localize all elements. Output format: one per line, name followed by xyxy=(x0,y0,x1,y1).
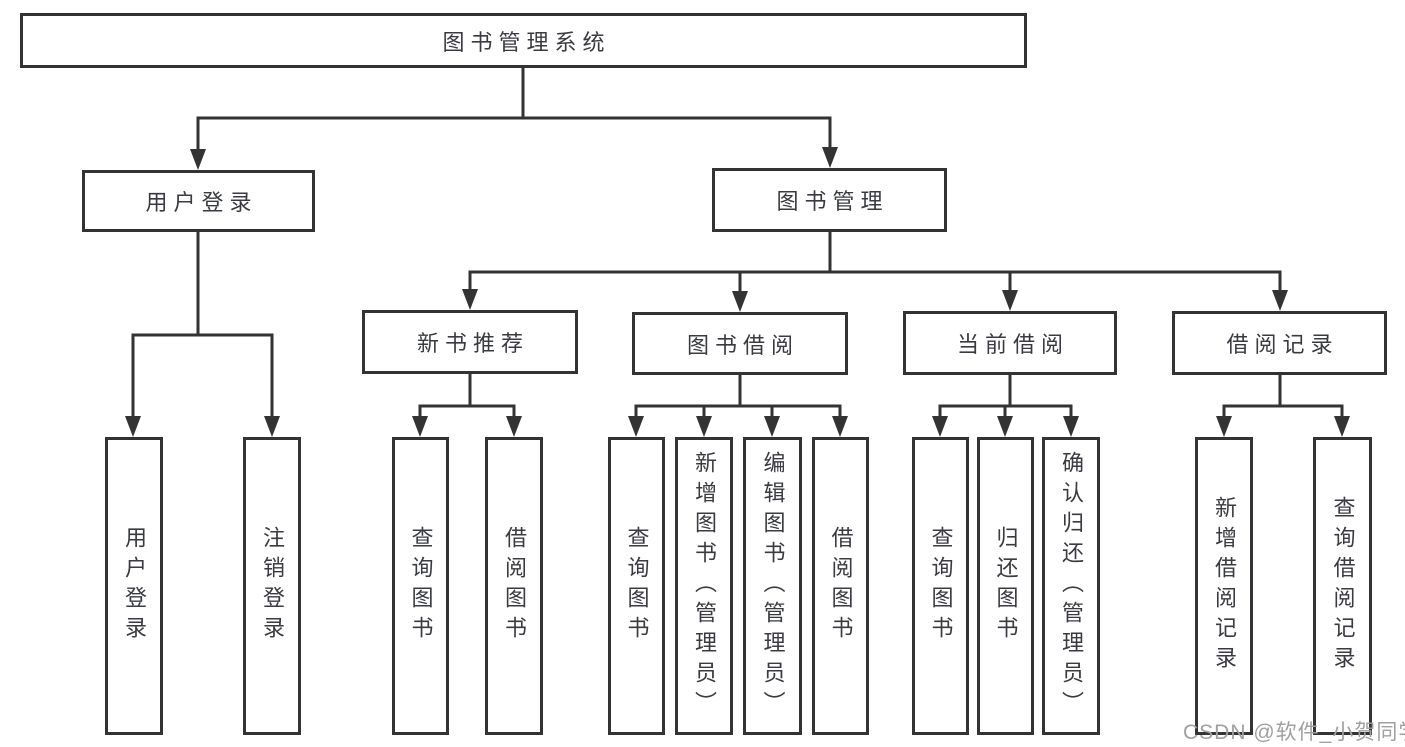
leaf-newbook-query-books: 查询图书 xyxy=(392,437,449,735)
leaf-query-borrow-record: 查询借阅记录 xyxy=(1313,437,1372,735)
node-book-management: 图书管理 xyxy=(712,168,947,232)
watermark: CSDN @软件_小贺同学 xyxy=(1183,721,1405,744)
leaf-edit-books-admin: 编辑图书（管理员） xyxy=(743,437,802,735)
node-library-system: 图书管理系统 xyxy=(20,13,1027,68)
leaf-confirm-return-admin: 确认归还（管理员） xyxy=(1042,437,1100,735)
leaf-add-borrow-record: 新增借阅记录 xyxy=(1195,437,1253,735)
leaf-borrow-query-books: 查询图书 xyxy=(608,437,665,735)
node-book-borrow: 图书借阅 xyxy=(632,312,848,375)
node-borrow-records: 借阅记录 xyxy=(1172,311,1387,375)
leaf-logout: 注销登录 xyxy=(243,437,301,735)
node-user-login: 用户登录 xyxy=(82,170,315,232)
leaf-return-books: 归还图书 xyxy=(977,437,1034,735)
leaf-add-books-admin: 新增图书（管理员） xyxy=(675,437,733,735)
node-current-borrow: 当前借阅 xyxy=(903,311,1117,375)
leaf-current-query-books: 查询图书 xyxy=(912,437,969,735)
leaf-borrow-books: 借阅图书 xyxy=(812,437,869,735)
leaf-user-login: 用户登录 xyxy=(105,437,163,735)
leaf-newbook-borrow-books: 借阅图书 xyxy=(485,437,543,735)
node-new-book-recommend: 新书推荐 xyxy=(362,310,578,374)
